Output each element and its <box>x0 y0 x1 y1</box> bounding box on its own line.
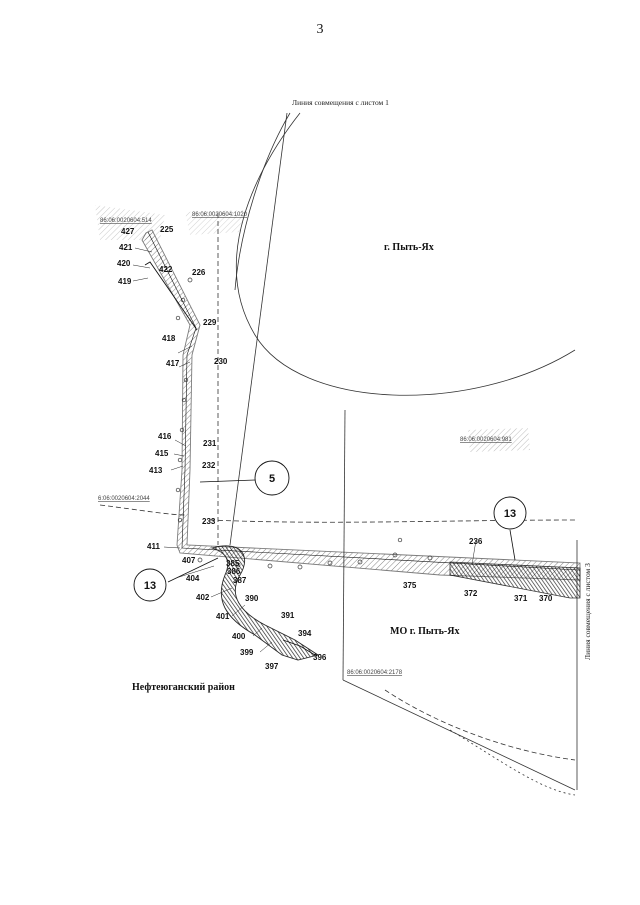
point-391: 391 <box>281 611 295 620</box>
point-232: 232 <box>202 461 216 470</box>
parcel-boundary <box>342 409 346 681</box>
point-371: 371 <box>514 594 528 603</box>
point-230: 230 <box>214 357 228 366</box>
point-225: 225 <box>160 225 174 234</box>
dashed-boundary <box>99 504 186 516</box>
cadastral-number: 6:06:0020604:2044 <box>98 496 150 502</box>
area-district: Нефтеюганский район <box>132 682 235 693</box>
point-413: 413 <box>149 466 163 475</box>
point-375: 375 <box>403 581 417 590</box>
vegetation-marks <box>175 277 433 570</box>
point-407: 407 <box>182 556 196 565</box>
city-boundary <box>234 112 291 291</box>
point-229: 229 <box>203 318 217 327</box>
point-416: 416 <box>158 432 172 441</box>
point-400: 400 <box>232 632 246 641</box>
callout-13-left: 13 <box>133 557 219 602</box>
cadastral-labels: 86:06:0020604:514 86:06:0020604:1020 86:… <box>98 212 512 676</box>
point-402: 402 <box>196 593 210 602</box>
callout-label: 13 <box>144 580 156 592</box>
dashed-boundary <box>384 689 576 761</box>
point-404: 404 <box>186 574 200 583</box>
point-420: 420 <box>117 259 131 268</box>
cadastral-number: 86:06:0020604:514 <box>100 218 152 224</box>
cadastral-number: 86:06:0020604:981 <box>460 437 512 443</box>
point-396: 396 <box>313 653 327 662</box>
point-417: 417 <box>166 359 180 368</box>
point-419: 419 <box>118 277 132 286</box>
match-line-note-right: Линия совмещения с листом 3 <box>583 563 592 660</box>
point-415: 415 <box>155 449 169 458</box>
point-236: 236 <box>469 537 483 546</box>
point-411: 411 <box>147 542 160 551</box>
cadastral-number: 86:06:0020604:1020 <box>192 212 248 218</box>
point-401: 401 <box>216 612 230 621</box>
callout-label: 13 <box>504 508 516 520</box>
area-city: г. Пыть-Ях <box>384 242 434 253</box>
point-421: 421 <box>119 243 133 252</box>
point-418: 418 <box>162 334 176 343</box>
callout-13-right: 13 <box>493 496 527 561</box>
point-386: 386 <box>227 567 241 576</box>
point-387: 387 <box>233 576 247 585</box>
point-231: 231 <box>203 439 217 448</box>
page-number: 3 <box>316 22 324 37</box>
match-line-1 <box>229 112 288 546</box>
cadastral-number: 86:06:0020604:2178 <box>347 670 403 676</box>
route-branch-south <box>210 545 320 661</box>
point-labels: 427 225 421 420 422 226 419 229 418 417 … <box>117 225 553 671</box>
area-municipality: МО г. Пыть-Ях <box>390 626 459 637</box>
point-372: 372 <box>464 589 478 598</box>
match-line-note-top: Линия совмещения с листом 1 <box>292 98 389 107</box>
point-leaders <box>132 247 477 653</box>
dashed-boundary <box>209 519 576 523</box>
point-226: 226 <box>192 268 206 277</box>
point-397: 397 <box>265 662 279 671</box>
city-boundary <box>235 112 576 396</box>
point-385: 385 <box>226 559 240 568</box>
point-394: 394 <box>298 629 312 638</box>
point-390: 390 <box>245 594 259 603</box>
callout-5: 5 <box>199 460 290 496</box>
point-370: 370 <box>539 594 553 603</box>
point-422: 422 <box>159 265 173 274</box>
hatched-parcel <box>95 205 530 452</box>
route-corridor <box>141 229 581 599</box>
point-233: 233 <box>202 517 216 526</box>
point-427: 427 <box>121 227 135 236</box>
boundary-lines <box>99 112 578 796</box>
point-399: 399 <box>240 648 254 657</box>
callout-label: 5 <box>269 473 275 485</box>
